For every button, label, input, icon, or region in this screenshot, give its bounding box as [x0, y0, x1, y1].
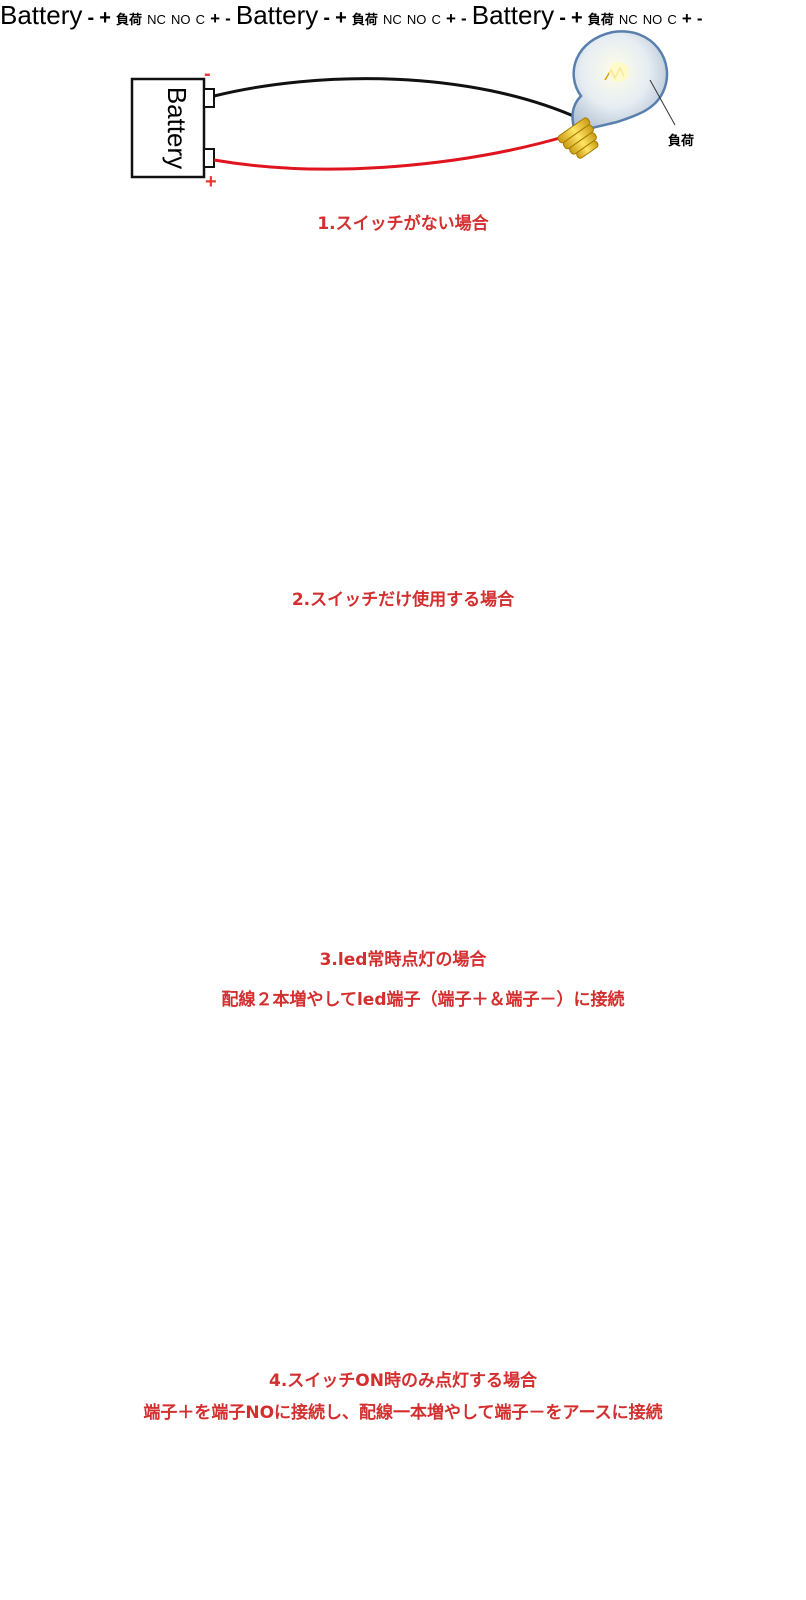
battery-1-label: Battery	[162, 87, 192, 169]
terminal-3-minus: -	[460, 9, 467, 28]
battery-2-negative: -	[87, 7, 95, 29]
battery-3-label: Battery	[235, 0, 319, 30]
section-3: Battery - + 負荷 NC NO C + -	[236, 0, 472, 30]
section-4: Battery - + 負荷 NC NO C + -	[472, 0, 703, 30]
terminal-2-minus: -	[225, 9, 231, 28]
separator-2: Battery - + 負荷 NC NO C + - Battery - + 負…	[143, 0, 703, 1423]
terminal-2-c: C + -	[196, 9, 236, 28]
section-3-note: 配線２本増やしてled端子（端子＋＆端子－）に接続	[221, 990, 625, 1010]
terminal-3-no: NO C + -	[407, 9, 472, 28]
wire-1-positive	[213, 133, 571, 171]
wire-4-negative-minus: 負荷 NC NO C + -	[588, 9, 703, 28]
battery-3-negative: -	[323, 7, 331, 29]
terminal-2-plus: + -	[210, 9, 236, 28]
terminal-3-nc: NC NO C + -	[383, 9, 472, 28]
switch-3: NC NO C + -	[383, 9, 472, 28]
load-1-label: 負荷	[668, 133, 694, 149]
separator-3: Battery - + 負荷 NC NO C + - 1.スイッチがない場合 2…	[143, 0, 703, 1423]
battery-2-positive: +	[99, 7, 111, 29]
terminal-4-minus: -	[696, 9, 703, 28]
terminal-4-c: C + -	[667, 9, 703, 28]
section-2: Battery - + 負荷 NC NO C + -	[0, 0, 236, 30]
bulb-4: 負荷 NC NO C + -	[588, 9, 703, 28]
bulb-3: 負荷 NC NO C + -	[352, 9, 472, 28]
terminal-2-nc: NC NO C + -	[147, 9, 236, 28]
bulb-2: 負荷 NC NO C + -	[116, 9, 236, 28]
battery-3-positive: +	[335, 7, 347, 29]
wire-3-negative-minus: 負荷 NC NO C + -	[352, 9, 472, 28]
terminal-3-c: C + -	[431, 9, 471, 28]
load-2-label: 負荷	[116, 13, 143, 28]
battery-4-positive: +	[570, 7, 583, 29]
battery-1-negative: -	[204, 63, 211, 85]
section-3-title: 3.led常時点灯の場合	[319, 950, 487, 970]
wire-1-negative	[213, 77, 579, 120]
load-3-label: 負荷	[351, 13, 378, 28]
battery-4-label: Battery	[471, 0, 555, 30]
terminal-3-plus: + -	[446, 9, 472, 28]
battery-2: Battery - + 負荷 NC NO C + -	[0, 0, 236, 30]
switch-2: NC NO C + -	[147, 9, 236, 28]
terminal-4-plus: + -	[681, 9, 703, 28]
wire-4-negative-load: 負荷 NC NO C + -	[588, 9, 703, 28]
battery-4-negative: -	[559, 7, 566, 29]
battery-1-positive: +	[205, 171, 217, 193]
battery-3: Battery - + 負荷 NC NO C + -	[236, 0, 472, 30]
switch-4: NC NO C + -	[619, 9, 703, 28]
separator-1: Battery - + 負荷 NC NO C + - Battery - + 負…	[0, 0, 703, 1423]
battery-2-label: Battery	[0, 0, 83, 30]
wire-3-negative-load: 負荷 NC NO C + -	[352, 9, 472, 28]
terminal-4-nc: NC NO C + -	[618, 9, 703, 28]
load-4-label: 負荷	[587, 13, 614, 28]
section-2-title: 2.スイッチだけ使用する場合	[291, 590, 515, 610]
section-4-note: 端子＋を端子NOに接続し、配線一本増やして端子－をアースに接続	[143, 1403, 663, 1423]
terminal-2-no: NO C + -	[171, 9, 236, 28]
section-4-title: 4.スイッチON時のみ点灯する場合	[269, 1371, 537, 1391]
section-1-title: 1.スイッチがない場合	[317, 214, 489, 234]
battery-4: Battery - + 負荷 NC NO C + -	[472, 0, 703, 30]
terminal-4-no: NO C + -	[642, 9, 703, 28]
wire-2-negative: 負荷 NC NO C + -	[116, 9, 236, 28]
bulb-1	[555, 30, 669, 165]
section-1: Battery - + 負荷	[130, 30, 694, 193]
